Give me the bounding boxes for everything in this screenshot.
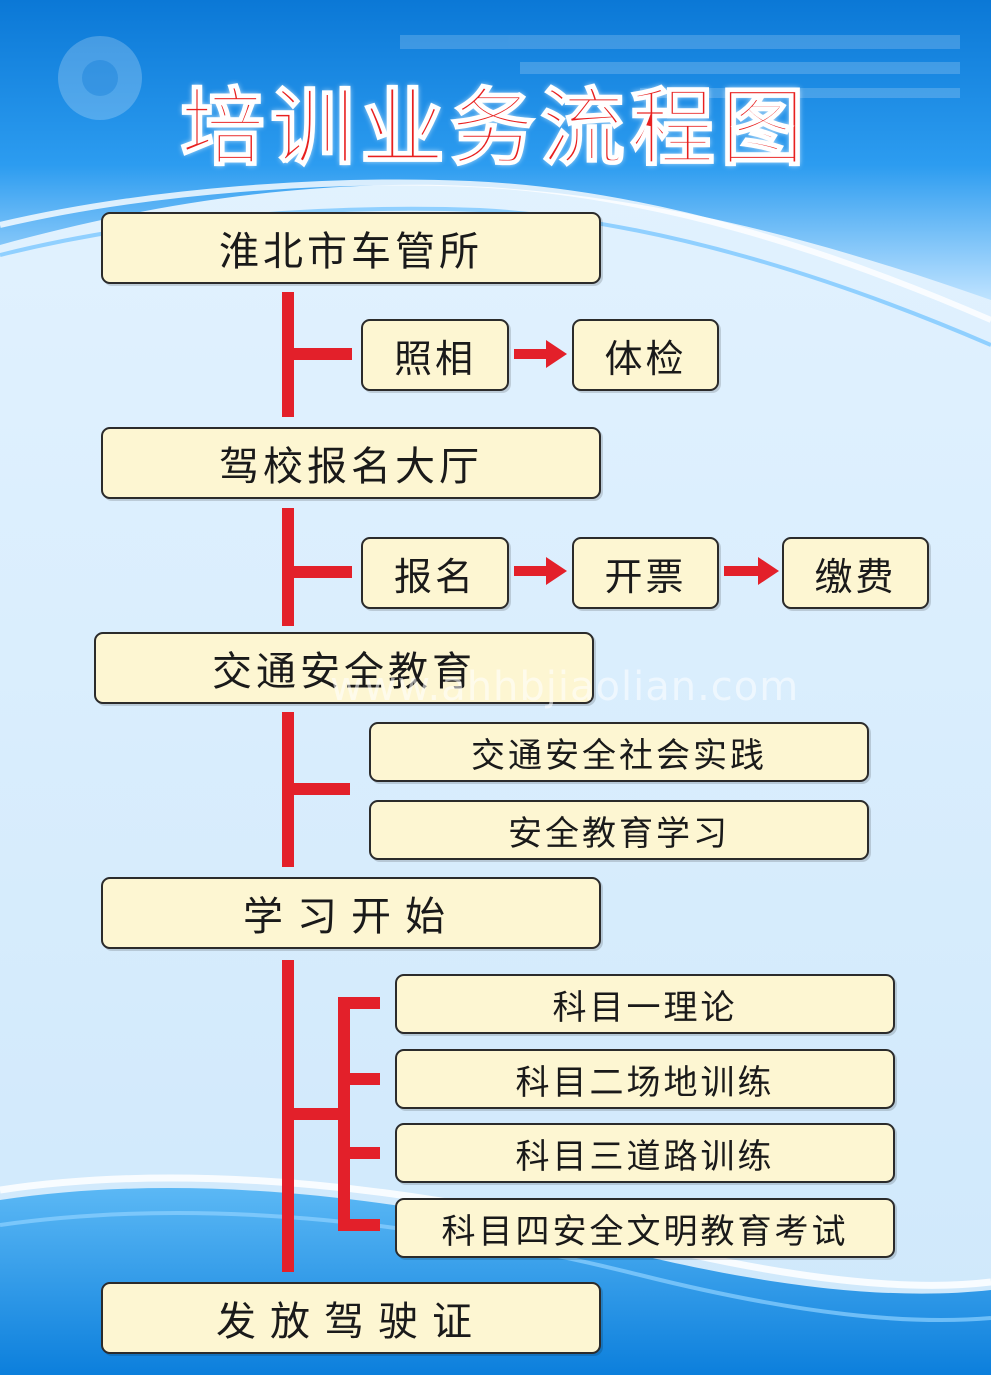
substep-safety-practice: 交通安全社会实践: [369, 722, 869, 782]
substep-register: 报名: [361, 537, 509, 609]
substep-medical-check: 体检: [572, 319, 719, 391]
watermark-text: www.ahhbjiaolian.com: [330, 664, 800, 710]
step-box-issue-license: 发放驾驶证: [101, 1282, 601, 1354]
substep-subject-three: 科目三道路训练: [395, 1123, 895, 1183]
substep-safety-study: 安全教育学习: [369, 800, 869, 860]
substep-payment: 缴费: [782, 537, 929, 609]
substep-invoice: 开票: [572, 537, 719, 609]
substep-subject-one: 科目一理论: [395, 974, 895, 1034]
step-box-learning-start: 学习开始: [101, 877, 601, 949]
substep-subject-two: 科目二场地训练: [395, 1049, 895, 1109]
step-box-registration-hall: 驾校报名大厅: [101, 427, 601, 499]
step-box-traffic-safety-education: 交通安全教育: [94, 632, 594, 704]
page-title: 培训业务流程图: [179, 78, 811, 178]
step-box-vehicle-office: 淮北市车管所: [101, 212, 601, 284]
substep-subject-four: 科目四安全文明教育考试: [395, 1198, 895, 1258]
substep-photo: 照相: [361, 319, 509, 391]
